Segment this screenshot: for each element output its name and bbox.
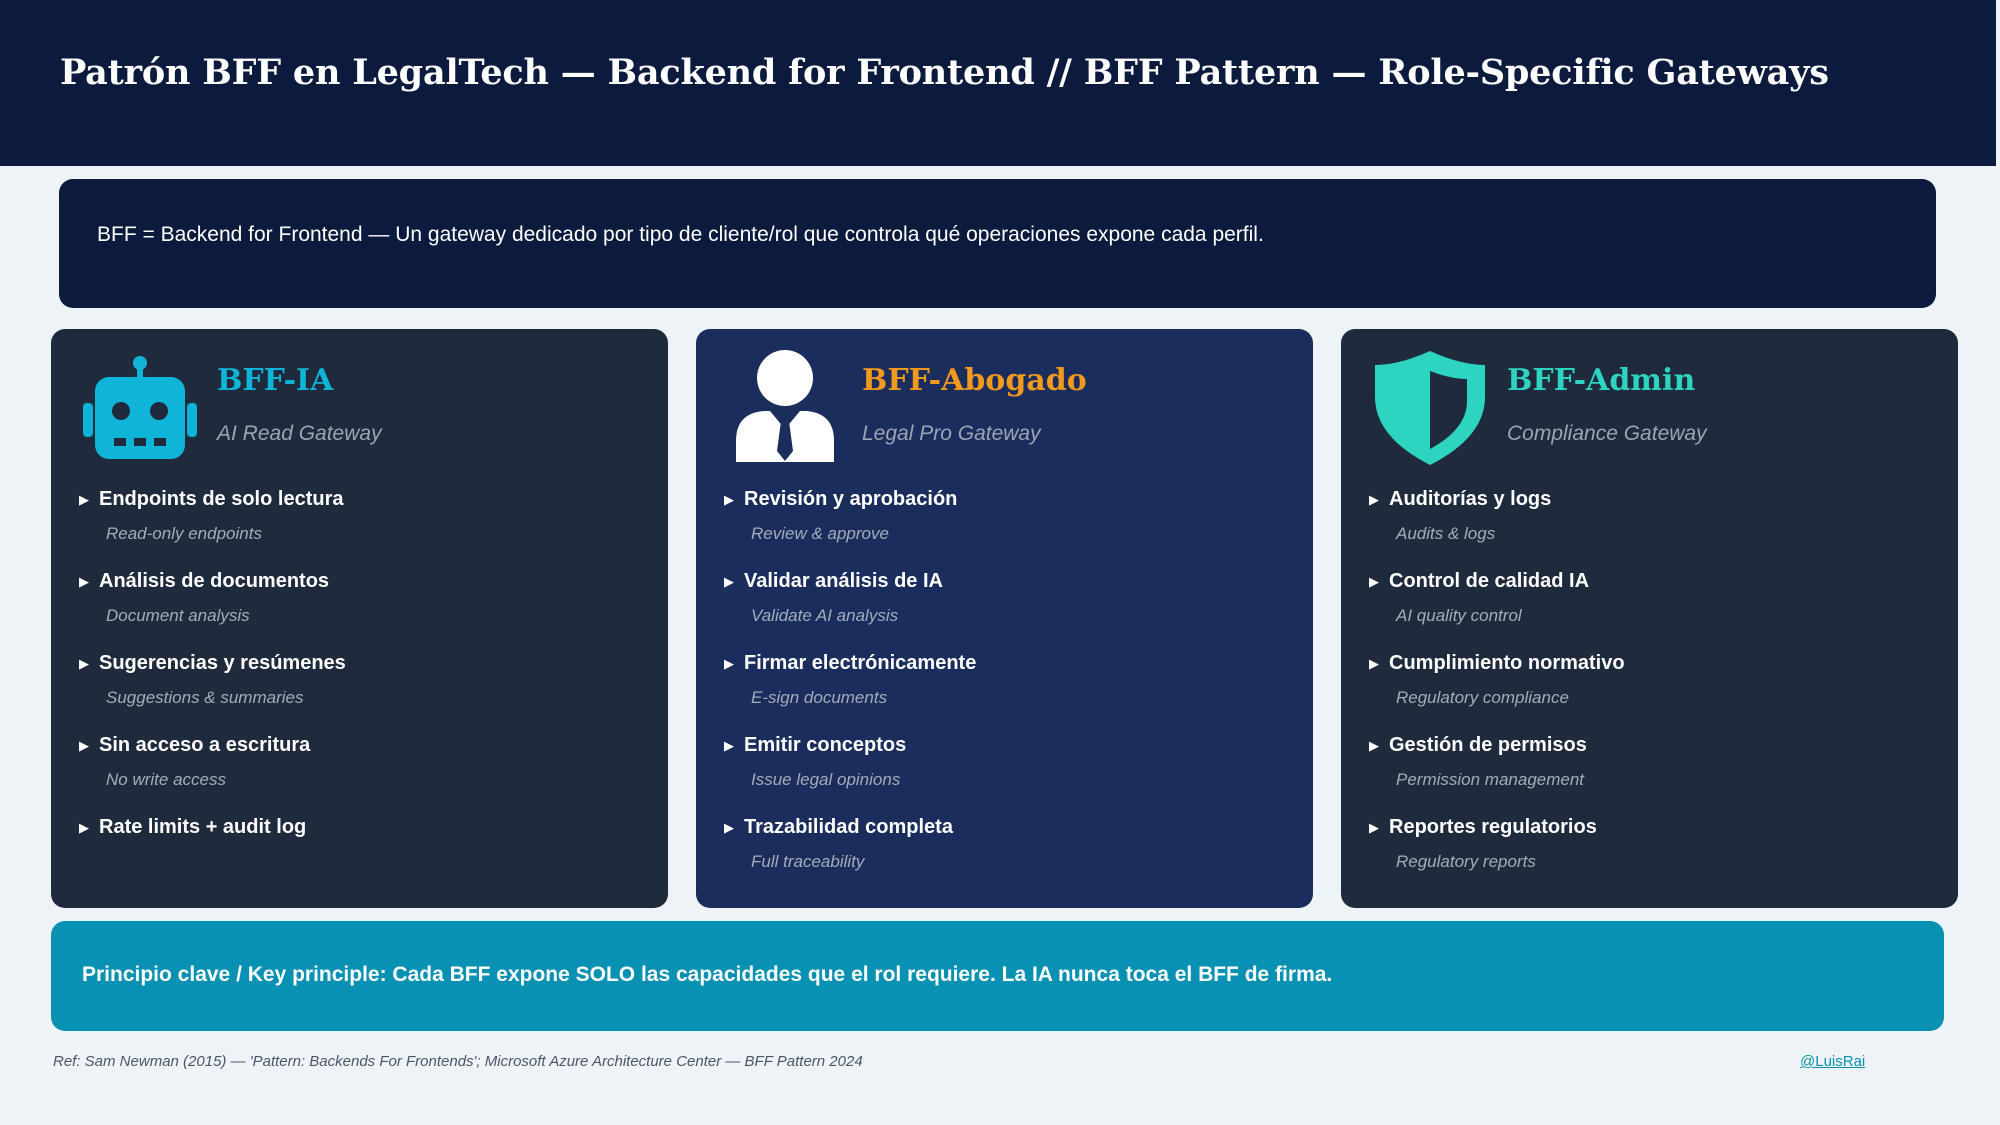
author-handle-link[interactable]: @LuisRai xyxy=(1800,1053,1866,1070)
bullet-triangle-icon: ▶ xyxy=(724,574,734,589)
item-translation: Read-only endpoints xyxy=(106,524,262,543)
item-translation: Document analysis xyxy=(106,606,250,625)
bullet-triangle-icon: ▶ xyxy=(79,820,89,835)
item-translation: No write access xyxy=(106,770,226,789)
key-principle-banner: Principio clave / Key principle: Cada BF… xyxy=(51,921,1944,1031)
item-label: Sin acceso a escritura xyxy=(99,734,311,756)
bullet-triangle-icon: ▶ xyxy=(724,820,734,835)
item-label: Firmar electrónicamente xyxy=(744,652,977,674)
item-label: Endpoints de solo lectura xyxy=(99,488,344,510)
key-principle-text: Principio clave / Key principle: Cada BF… xyxy=(82,963,1333,986)
intro-banner: BFF = Backend for Frontend — Un gateway … xyxy=(59,179,1936,308)
page-title: Patrón BFF en LegalTech — Backend for Fr… xyxy=(60,52,1829,93)
item-label: Análisis de documentos xyxy=(99,570,330,592)
bullet-triangle-icon: ▶ xyxy=(79,656,89,671)
item-translation: Validate AI analysis xyxy=(751,606,899,625)
item-label: Auditorías y logs xyxy=(1389,488,1552,510)
item-translation: Suggestions & summaries xyxy=(106,688,304,707)
bullet-triangle-icon: ▶ xyxy=(79,738,89,753)
bullet-triangle-icon: ▶ xyxy=(79,492,89,507)
item-translation: Regulatory compliance xyxy=(1396,688,1569,707)
card-title: BFF-Admin xyxy=(1507,363,1696,398)
bullet-triangle-icon: ▶ xyxy=(1369,492,1379,507)
card-subtitle: Compliance Gateway xyxy=(1507,422,1707,445)
item-translation: Regulatory reports xyxy=(1396,852,1536,871)
bullet-triangle-icon: ▶ xyxy=(79,574,89,589)
card-bff-ia: BFF-IA AI Read Gateway ▶ Endpoints de so… xyxy=(51,329,668,908)
item-label: Control de calidad IA xyxy=(1389,570,1590,592)
bullet-triangle-icon: ▶ xyxy=(724,656,734,671)
item-label: Reportes regulatorios xyxy=(1389,816,1597,838)
bullet-triangle-icon: ▶ xyxy=(724,738,734,753)
card-bff-admin: BFF-Admin Compliance Gateway ▶ Auditoría… xyxy=(1341,329,1958,908)
item-translation: AI quality control xyxy=(1396,606,1522,625)
item-translation: Permission management xyxy=(1396,770,1585,789)
bullet-triangle-icon: ▶ xyxy=(1369,656,1379,671)
robot-icon xyxy=(81,349,199,467)
bullet-triangle-icon: ▶ xyxy=(1369,820,1379,835)
card-bff-abogado: BFF-Abogado Legal Pro Gateway ▶ Revisión… xyxy=(696,329,1313,908)
card-title: BFF-Abogado xyxy=(862,363,1087,398)
item-label: Revisión y aprobación xyxy=(744,488,958,510)
item-label: Emitir conceptos xyxy=(744,734,907,756)
item-translation: Issue legal opinions xyxy=(751,770,901,789)
intro-text: BFF = Backend for Frontend — Un gateway … xyxy=(97,223,1264,246)
lawyer-icon xyxy=(726,349,844,467)
shield-icon xyxy=(1371,349,1489,467)
card-subtitle: AI Read Gateway xyxy=(217,422,382,445)
item-label: Gestión de permisos xyxy=(1389,734,1587,756)
item-label: Cumplimiento normativo xyxy=(1389,652,1625,674)
item-translation: E-sign documents xyxy=(751,688,888,707)
item-label: Sugerencias y resúmenes xyxy=(99,652,346,674)
bullet-triangle-icon: ▶ xyxy=(724,492,734,507)
item-translation: Review & approve xyxy=(751,524,889,543)
item-label: Trazabilidad completa xyxy=(744,816,953,838)
card-title: BFF-IA xyxy=(217,363,334,398)
item-label: Rate limits + audit log xyxy=(99,816,307,838)
card-subtitle: Legal Pro Gateway xyxy=(862,422,1041,445)
header-bar: Patrón BFF en LegalTech — Backend for Fr… xyxy=(0,0,1996,166)
reference-note: Ref: Sam Newman (2015) — 'Pattern: Backe… xyxy=(53,1053,863,1070)
item-translation: Audits & logs xyxy=(1396,524,1496,543)
bullet-triangle-icon: ▶ xyxy=(1369,574,1379,589)
item-label: Validar análisis de IA xyxy=(744,570,943,592)
bullet-triangle-icon: ▶ xyxy=(1369,738,1379,753)
item-translation: Full traceability xyxy=(751,852,865,871)
